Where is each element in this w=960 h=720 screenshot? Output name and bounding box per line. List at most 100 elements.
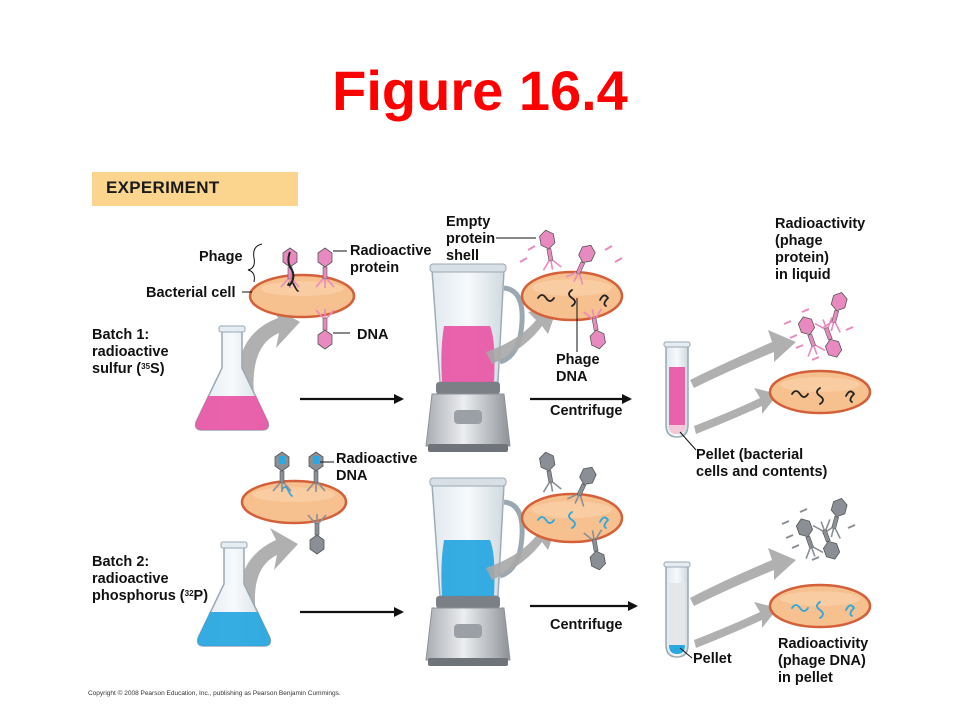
free-phage-bottom-1-head <box>830 498 848 518</box>
protein-fragment-liquid-bottom <box>791 544 800 549</box>
blender-top-handle <box>499 285 525 365</box>
blender-top-foot <box>428 444 508 452</box>
empty-shell-bottom-3 <box>583 529 606 571</box>
empty-shell-bottom-1-legs <box>542 481 562 493</box>
protein-fragment-liquid <box>801 308 810 313</box>
empty-shell-top-2 <box>565 244 596 285</box>
pellet-cell-bottom-dna-strand <box>791 604 809 612</box>
pellet-cell-top-body <box>768 369 872 415</box>
empty-shell-top-1 <box>539 229 562 271</box>
experiment-banner-label: EXPERIMENT <box>106 178 220 197</box>
test-tube-top <box>663 341 691 438</box>
empty-shell-bottom-1 <box>539 451 562 493</box>
free-phage-top-2 <box>797 316 826 357</box>
free-phage-bottom-3 <box>812 519 841 560</box>
protein-fragment-liquid-bottom <box>785 534 794 539</box>
empty-shell-top-1-head <box>539 229 556 250</box>
sulfur-flask-rim <box>218 325 246 333</box>
empty-shell-top-2-head <box>578 244 596 263</box>
empty-shell-bottom-1-tail <box>546 470 554 484</box>
tube-to-pellet-arrow-bottom <box>694 602 778 648</box>
pellet-cell-bottom-dna-strand <box>816 601 824 619</box>
phage-dna-label-2: DNA <box>556 369 588 385</box>
empty-shell-bottom-3-head <box>589 550 606 571</box>
radioactivity-liquid-label-4: in liquid <box>775 267 831 283</box>
protein-fragment-liquid-bottom <box>781 520 790 525</box>
phosphorus-flask <box>196 541 272 647</box>
phage-top-2-legs <box>315 278 335 288</box>
test-tube-bottom-liquid <box>669 583 685 654</box>
free-phage-top-3-head <box>824 338 843 358</box>
phage-dna-marker-bottom-1 <box>279 456 285 464</box>
phage-bottom-2-tail <box>313 470 319 484</box>
phage-top-2 <box>315 247 335 288</box>
pellet-leader <box>679 647 693 659</box>
phosphorus-flask-rim <box>220 541 248 549</box>
free-phage-top-3-legs <box>814 317 833 330</box>
pellet-cell-top-highlight <box>780 377 860 392</box>
copyright-notice: Copyright © 2008 Pearson Education, Inc.… <box>88 690 341 697</box>
centrifuge-label-bottom: Centrifuge <box>550 617 623 633</box>
empty-shell-top-3-tail <box>591 317 599 331</box>
pellet-bacterial-leader <box>679 431 697 451</box>
empty-shell-bottom-2-head <box>579 466 597 485</box>
free-phage-bottom-2-legs <box>805 546 824 559</box>
radioactivity-pellet-label-1: Radioactivity <box>778 636 869 652</box>
centrifuge-label-top: Centrifuge <box>550 403 623 419</box>
radioactivity-liquid-label-2: (phage <box>775 233 823 249</box>
radioactivity-liquid-label-1: Radioactivity <box>775 216 866 232</box>
blender-bottom-liquid <box>441 540 495 596</box>
phage-label: Phage <box>199 249 243 265</box>
protein-fragment-liquid <box>845 326 854 331</box>
free-phage-top-2-head <box>797 316 816 336</box>
pellet-bacterial-label-2: cells and contents) <box>696 464 828 480</box>
phosphorus-flask-liquid <box>197 612 271 646</box>
empty-shell-bottom-3-legs <box>583 529 603 541</box>
empty-shell-bottom-2-legs <box>566 493 585 507</box>
batch2-label-3: phosphorus (32P) <box>92 588 208 605</box>
pellet-cell-bottom-highlight <box>780 591 860 607</box>
cell-after-blend-top-dna-strand <box>537 294 555 302</box>
free-phage-bottom-3-tail <box>821 528 831 543</box>
blender-top-button <box>454 410 482 424</box>
free-phage-top-1 <box>822 292 848 333</box>
cell-after-blend-bottom-highlight <box>532 501 612 518</box>
protein-fragment-liquid <box>811 356 820 361</box>
cell-after-blend-top-dna-strand <box>599 294 610 307</box>
test-tube-top-liquid <box>669 367 685 434</box>
tube-to-liquid-arrow-bottom <box>690 548 796 606</box>
pellet-cell-top-dna-strand <box>791 390 809 398</box>
phage-top-3 <box>315 309 335 350</box>
infected-cell-bottom-dna-strand <box>281 486 293 497</box>
blender-bottom-foot <box>428 658 508 666</box>
pellet-cell-top-dna-strand <box>816 387 824 405</box>
free-phage-bottom-3-legs <box>812 519 831 532</box>
free-phage-bottom-2 <box>795 518 824 559</box>
experiment-banner: EXPERIMENT <box>92 172 298 206</box>
protein-fragment-liquid-bottom <box>847 524 856 529</box>
phage-bottom-3 <box>307 514 327 555</box>
radioactive-dna-label-1: Radioactive <box>336 451 418 467</box>
empty-shell-top-1-legs <box>542 259 562 271</box>
pellet-cell-bottom-dna-strand <box>845 604 856 617</box>
batch1-label-3: sulfur (35S) <box>92 361 165 378</box>
free-phage-top-2-tail <box>807 333 817 348</box>
flask-to-cell-arrow-top <box>237 306 300 395</box>
phage-bracket-top <box>247 243 263 283</box>
radioactive-protein-label-1: Radioactive <box>350 243 432 259</box>
radioactive-dna-label-2: DNA <box>336 468 368 484</box>
empty-shell-label-1: Empty <box>446 214 491 230</box>
blender-to-cells-arrow-top <box>486 306 558 364</box>
phage-dna-marker-bottom-2 <box>313 456 319 464</box>
free-phage-bottom-1-tail <box>831 515 840 530</box>
protein-fragment-liquid-bottom <box>811 556 820 561</box>
free-phage-bottom-3-head <box>822 540 841 560</box>
pellet-bacterial-label-1: Pellet (bacterial <box>696 447 804 463</box>
protein-fragment-liquid-bottom <box>799 508 808 513</box>
infected-cell-top-body <box>248 273 356 319</box>
pellet-cell-bottom <box>768 583 872 629</box>
radioactivity-pellet-label-2: (phage DNA) <box>778 653 866 669</box>
pellet-cell-top-dna-strand <box>845 390 856 403</box>
